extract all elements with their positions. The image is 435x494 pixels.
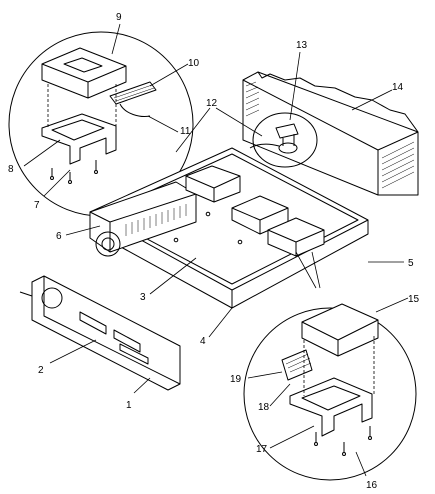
drive-bay-detail-upper bbox=[8, 31, 194, 217]
callout-12: 12 bbox=[206, 98, 218, 109]
callout-9: 9 bbox=[116, 12, 122, 23]
callout-6: 6 bbox=[56, 231, 62, 242]
callout-10: 10 bbox=[188, 58, 200, 69]
callout-4: 4 bbox=[200, 336, 206, 347]
callout-16: 16 bbox=[366, 480, 378, 491]
chassis-drive-bays bbox=[185, 165, 325, 257]
callout-3: 3 bbox=[140, 292, 146, 303]
callout-14: 14 bbox=[392, 82, 404, 93]
callout-18: 18 bbox=[258, 402, 270, 413]
leader-lines bbox=[23, 23, 409, 477]
callout-11: 11 bbox=[180, 126, 191, 137]
callout-2: 2 bbox=[38, 365, 44, 376]
top-cover bbox=[242, 71, 419, 196]
power-supply bbox=[89, 181, 197, 257]
front-bezel bbox=[19, 275, 181, 391]
callout-19: 19 bbox=[230, 374, 242, 385]
callout-7: 7 bbox=[34, 200, 40, 211]
drive-bay-detail-lower bbox=[243, 303, 417, 481]
callout-labels: 1 2 3 4 5 6 7 8 9 10 11 12 13 14 15 16 1… bbox=[8, 12, 420, 491]
callout-15: 15 bbox=[408, 294, 420, 305]
callout-17: 17 bbox=[256, 444, 268, 455]
power-supply-vent-grid bbox=[125, 204, 187, 236]
cover-vent-hatch bbox=[245, 81, 415, 189]
speaker-detail bbox=[249, 112, 318, 168]
callout-8: 8 bbox=[8, 164, 14, 175]
callout-1: 1 bbox=[126, 400, 132, 411]
callout-13: 13 bbox=[296, 40, 308, 51]
callout-5: 5 bbox=[408, 258, 414, 269]
